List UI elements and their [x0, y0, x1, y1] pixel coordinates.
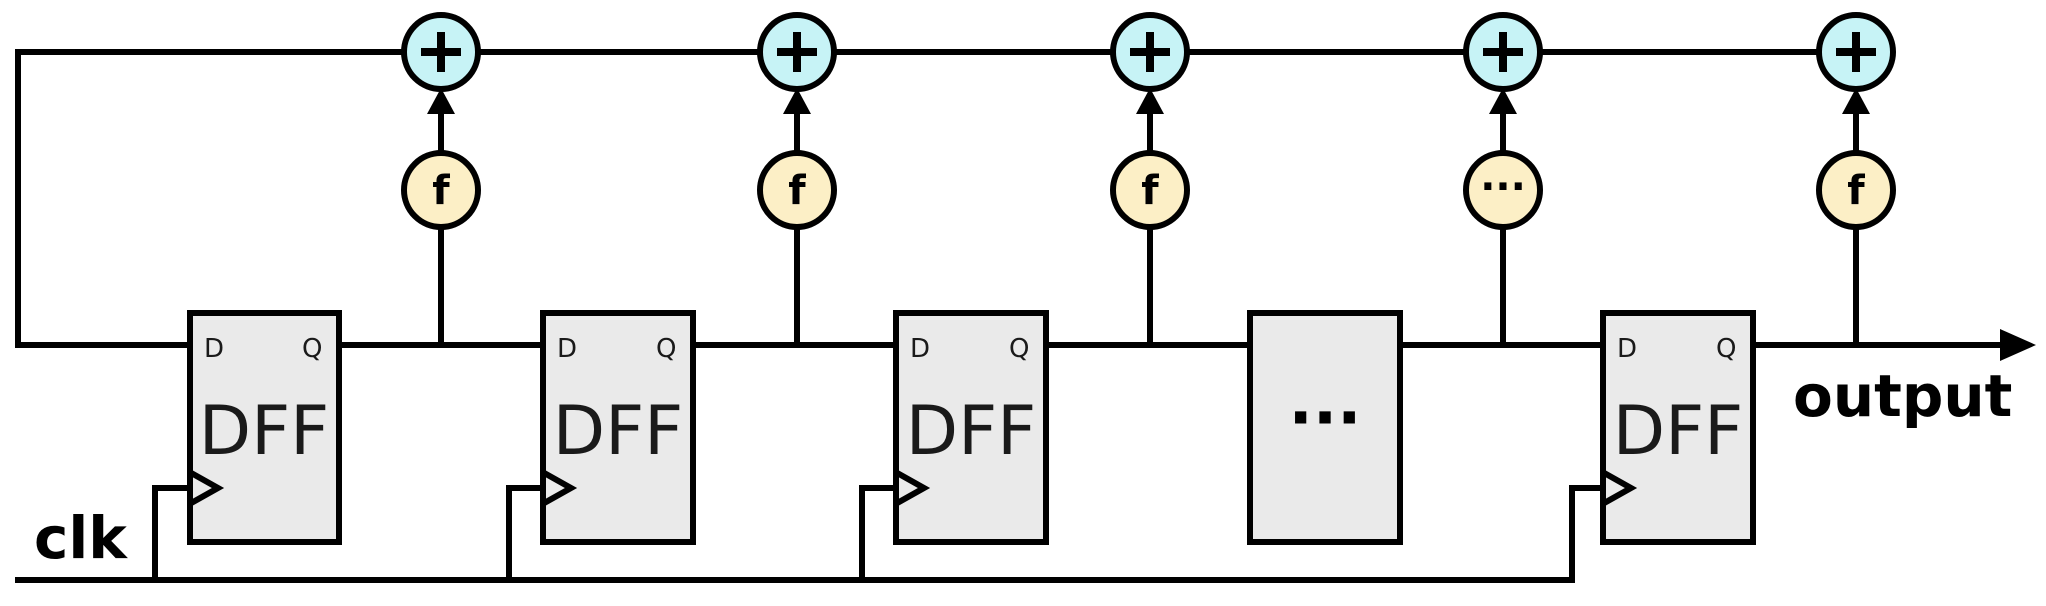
d-pin-label: D — [204, 334, 224, 364]
dff-label: DFF — [553, 392, 684, 471]
arrowhead-1 — [427, 88, 455, 114]
dff-1: D Q DFF — [187, 310, 342, 545]
clock-triangle — [541, 469, 578, 507]
function-circle — [1463, 150, 1543, 230]
arrowhead-4 — [1489, 88, 1517, 114]
clock-triangle — [1601, 469, 1638, 507]
plus-icon — [1483, 32, 1523, 72]
d-pin-label: D — [910, 334, 930, 364]
q-pin-label: Q — [1009, 334, 1029, 364]
function-node-4: ··· — [1463, 150, 1543, 230]
xor-node-2 — [757, 12, 837, 92]
function-label: f — [788, 168, 806, 214]
output-label: output — [1793, 362, 2012, 430]
xor-nodes — [401, 12, 1896, 92]
clk-branch-5 — [1569, 485, 1606, 583]
dff-label: DFF — [199, 392, 330, 471]
dff-box — [187, 310, 342, 545]
plus-icon — [1836, 32, 1876, 72]
dff-2: D Q DFF — [540, 310, 696, 545]
dff-label: DFF — [1613, 392, 1744, 471]
xor-node-1 — [401, 12, 481, 92]
dff-box — [540, 310, 696, 545]
function-label: ··· — [1480, 164, 1526, 210]
function-node-5: f — [1816, 150, 1896, 230]
clk-label: clk — [34, 504, 128, 572]
dff-box — [893, 310, 1049, 545]
clk-branch-2 — [506, 485, 546, 583]
q-pin-label: Q — [302, 334, 322, 364]
d-pin-label: D — [557, 334, 577, 364]
xor-node-3 — [1110, 12, 1190, 92]
dff-label: DFF — [906, 392, 1037, 471]
plus-icon — [1130, 32, 1170, 72]
q-pin-label: Q — [1716, 334, 1736, 364]
function-label: f — [1847, 168, 1865, 214]
clock-triangle — [894, 469, 931, 507]
function-node-2: f — [757, 150, 837, 230]
feedback-bus — [15, 49, 1857, 348]
arrowhead-3 — [1136, 88, 1164, 114]
clock-triangle — [188, 469, 225, 507]
arrowhead-5 — [1842, 88, 1870, 114]
plus-icon — [421, 32, 461, 72]
clk-branch-3 — [859, 485, 899, 583]
dff-3: D Q DFF — [893, 310, 1049, 545]
ellipsis-label: ··· — [1289, 382, 1362, 456]
clock-wiring — [15, 485, 1606, 583]
d-pin-label: D — [1617, 334, 1637, 364]
output-arrow — [2000, 329, 2036, 361]
dff-5: D Q DFF — [1600, 310, 1756, 545]
dff-box — [1600, 310, 1756, 545]
function-nodes: f f f ··· f — [401, 150, 1896, 230]
dff-ellipsis: ··· — [1247, 310, 1403, 545]
function-node-1: f — [401, 150, 481, 230]
arrowhead-2 — [783, 88, 811, 114]
function-circle — [757, 150, 837, 230]
xor-node-4 — [1463, 12, 1543, 92]
function-circle — [1816, 150, 1896, 230]
function-label: f — [432, 168, 450, 214]
q-pin-label: Q — [656, 334, 676, 364]
xor-node-5 — [1816, 12, 1896, 92]
ellipsis-box — [1247, 310, 1403, 545]
taps — [427, 88, 1870, 348]
plus-icon — [777, 32, 817, 72]
function-node-3: f — [1110, 150, 1190, 230]
function-label: f — [1141, 168, 1159, 214]
function-circle — [1110, 150, 1190, 230]
function-circle — [401, 150, 481, 230]
clk-branch-1 — [152, 485, 193, 583]
